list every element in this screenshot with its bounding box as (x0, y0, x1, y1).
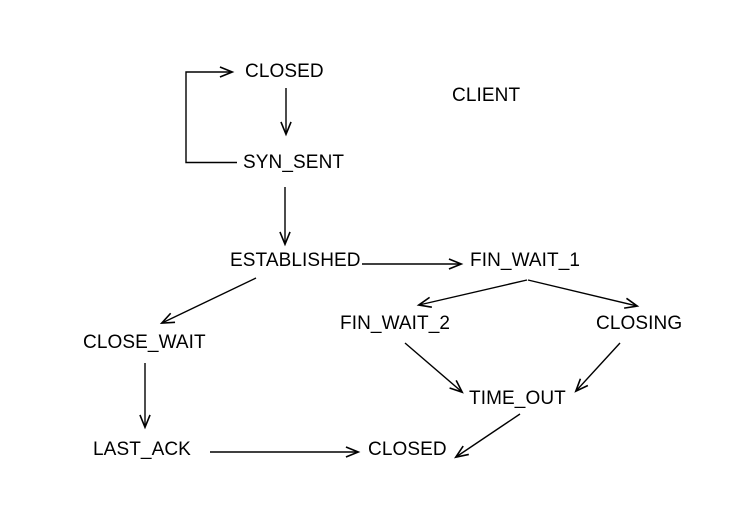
edge-time-out-to-closed (454, 413, 521, 459)
state-node-established[interactable]: ESTABLISHED (230, 250, 361, 271)
state-node-last-ack[interactable]: LAST_ACK (93, 439, 191, 460)
state-node-fin-wait-2[interactable]: FIN_WAIT_2 (340, 313, 451, 334)
edge-syn-sent-to-closed-loop (185, 66, 237, 164)
state-node-closed-bottom[interactable]: CLOSED (368, 439, 447, 460)
edge-fin-wait-1-to-fin-wait-2 (416, 279, 528, 308)
state-node-closed-top[interactable]: CLOSED (245, 61, 324, 82)
edge-established-to-close-wait (159, 277, 257, 325)
state-node-syn-sent[interactable]: SYN_SENT (243, 152, 345, 173)
client-title: CLIENT (452, 85, 521, 106)
state-node-close-wait[interactable]: CLOSE_WAIT (83, 332, 206, 353)
edge-fin-wait-1-to-closing (527, 279, 640, 309)
state-node-time-out[interactable]: TIME_OUT (469, 388, 566, 409)
state-node-fin-wait-1[interactable]: FIN_WAIT_1 (470, 250, 581, 271)
state-node-closing[interactable]: CLOSING (596, 313, 683, 334)
edge-fin-wait-2-to-time-out (404, 342, 464, 394)
edge-closing-to-time-out (574, 342, 621, 393)
